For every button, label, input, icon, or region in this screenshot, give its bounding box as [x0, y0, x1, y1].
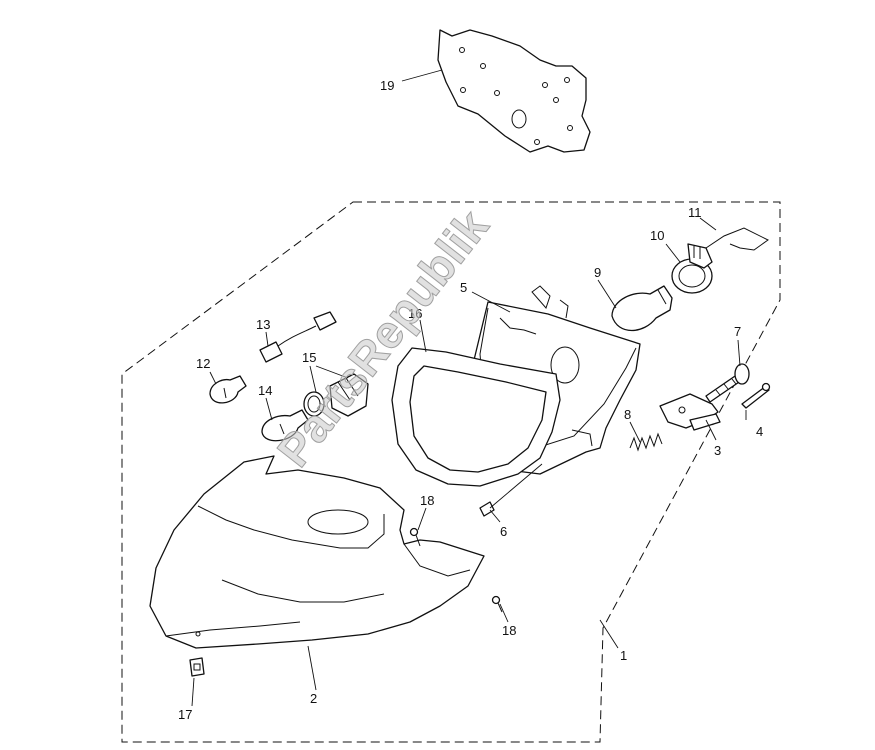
mounting-plate — [437, 29, 591, 153]
small-bulb — [209, 375, 247, 404]
adjusting-screw — [705, 363, 750, 403]
screw-18-upper — [409, 527, 421, 547]
parking-bulb — [261, 409, 309, 442]
headlight-bulb — [611, 285, 673, 331]
headlight-cover — [149, 455, 485, 649]
callout-4: 4 — [756, 424, 763, 439]
callout-11: 11 — [688, 205, 702, 220]
clip-nut — [189, 657, 205, 677]
socket-with-seal — [303, 373, 369, 417]
wire-harness — [705, 227, 769, 251]
callout-7: 7 — [734, 324, 741, 339]
adjuster-bracket — [659, 393, 721, 431]
callout-6: 6 — [500, 524, 507, 539]
callout-5: 5 — [460, 280, 467, 295]
callout-10: 10 — [650, 228, 664, 243]
bulb-socket — [671, 243, 713, 294]
screw-4 — [741, 382, 771, 409]
callout-18-lower: 18 — [502, 623, 516, 638]
callout-8: 8 — [624, 407, 631, 422]
callout-16: 16 — [408, 306, 422, 321]
bulb-holder-wire — [259, 311, 337, 363]
callout-14: 14 — [258, 383, 272, 398]
callout-19: 19 — [380, 78, 394, 93]
callout-17: 17 — [178, 707, 192, 722]
screw-18-lower — [491, 595, 503, 613]
leader-lines — [191, 69, 747, 707]
callout-2: 2 — [310, 691, 317, 706]
callout-15: 15 — [302, 350, 316, 365]
callout-12: 12 — [196, 356, 210, 371]
callout-13: 13 — [256, 317, 270, 332]
callout-18-upper: 18 — [420, 493, 434, 508]
headlight-frame — [391, 347, 561, 487]
callout-1: 1 — [620, 648, 627, 663]
callout-9: 9 — [594, 265, 601, 280]
clip-6 — [479, 501, 495, 517]
callout-3: 3 — [714, 443, 721, 458]
spring — [629, 432, 663, 452]
assembly-boundary — [121, 201, 781, 743]
